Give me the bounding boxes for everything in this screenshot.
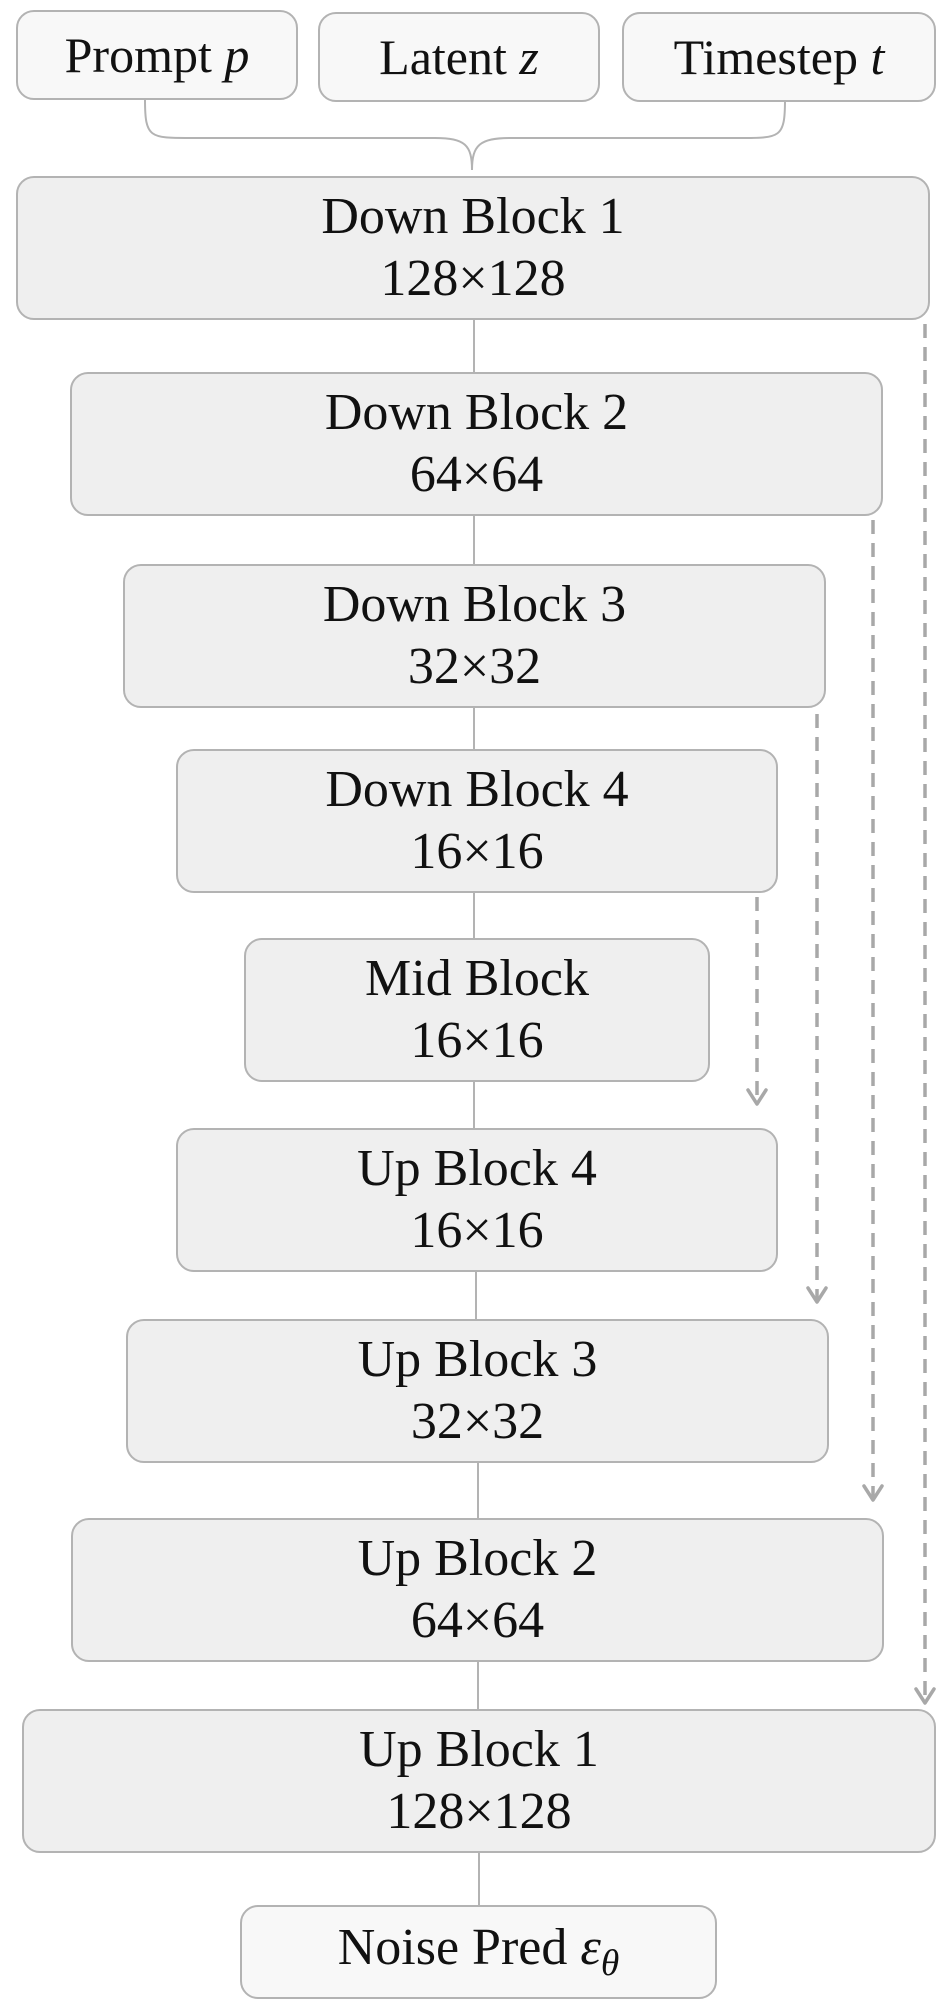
block-resolution: 64×64 — [410, 1592, 545, 1649]
skip-arrow-1-head — [914, 1687, 936, 1705]
skip-arrow-2 — [862, 520, 884, 1502]
up-block-3: Up Block 3 32×32 — [126, 1319, 829, 1463]
main-flow-lines — [473, 320, 480, 1905]
input-timestep-box: Timestep t — [622, 12, 936, 102]
skip-arrow-4-head — [746, 1088, 768, 1106]
down-block-3: Down Block 3 32×32 — [123, 564, 826, 708]
skip-arrow-3 — [806, 714, 828, 1304]
input-latent-symbol: z — [519, 29, 539, 85]
input-latent-box: Latent z — [318, 12, 600, 102]
block-resolution: 32×32 — [407, 638, 542, 695]
block-resolution: 32×32 — [410, 1393, 545, 1450]
block-name: Up Block 4 — [357, 1139, 597, 1197]
input-merge-right-branch — [471, 99, 786, 171]
input-timestep-symbol: t — [870, 29, 885, 85]
up-block-2: Up Block 2 64×64 — [71, 1518, 884, 1662]
skip-arrow-3-head — [806, 1286, 828, 1304]
block-resolution: 128×128 — [386, 1783, 572, 1840]
block-name: Down Block 1 — [321, 187, 625, 245]
block-resolution: 16×16 — [410, 1012, 544, 1069]
input-prompt-label: Prompt — [64, 27, 212, 83]
skip-arrow-4 — [746, 897, 768, 1106]
block-name: Up Block 3 — [357, 1330, 598, 1388]
skip-connections — [746, 324, 936, 1705]
block-name: Up Block 1 — [359, 1720, 599, 1778]
input-merge-connector — [144, 99, 786, 171]
skip-arrow-2-head — [862, 1484, 884, 1502]
block-resolution: 128×128 — [380, 250, 566, 307]
mid-block: Mid Block 16×16 — [244, 938, 710, 1082]
down-block-1: Down Block 1 128×128 — [16, 176, 930, 320]
block-name: Down Block 3 — [322, 575, 627, 633]
output-theta-subscript: θ — [600, 1942, 620, 1984]
skip-arrow-1 — [914, 324, 936, 1705]
up-block-1: Up Block 1 128×128 — [22, 1709, 936, 1853]
down-block-4: Down Block 4 16×16 — [176, 749, 778, 893]
block-name: Down Block 4 — [325, 760, 629, 818]
block-name: Mid Block — [365, 949, 589, 1007]
input-prompt-box: Prompt p — [16, 10, 298, 100]
output-epsilon-symbol: ε — [580, 1918, 601, 1976]
input-timestep-label: Timestep — [673, 29, 858, 85]
output-noise-pred-box: Noise Pred εθ — [240, 1905, 717, 1999]
block-name: Up Block 2 — [357, 1529, 598, 1587]
block-resolution: 16×16 — [410, 1202, 544, 1259]
block-resolution: 64×64 — [409, 446, 544, 503]
block-name: Down Block 2 — [324, 383, 629, 441]
input-latent-label: Latent — [379, 29, 507, 85]
down-block-2: Down Block 2 64×64 — [70, 372, 883, 516]
block-resolution: 16×16 — [410, 823, 544, 880]
output-label: Noise Pred — [337, 1918, 568, 1976]
input-merge-left-branch — [144, 99, 473, 171]
input-prompt-symbol: p — [224, 27, 250, 83]
up-block-4: Up Block 4 16×16 — [176, 1128, 778, 1272]
